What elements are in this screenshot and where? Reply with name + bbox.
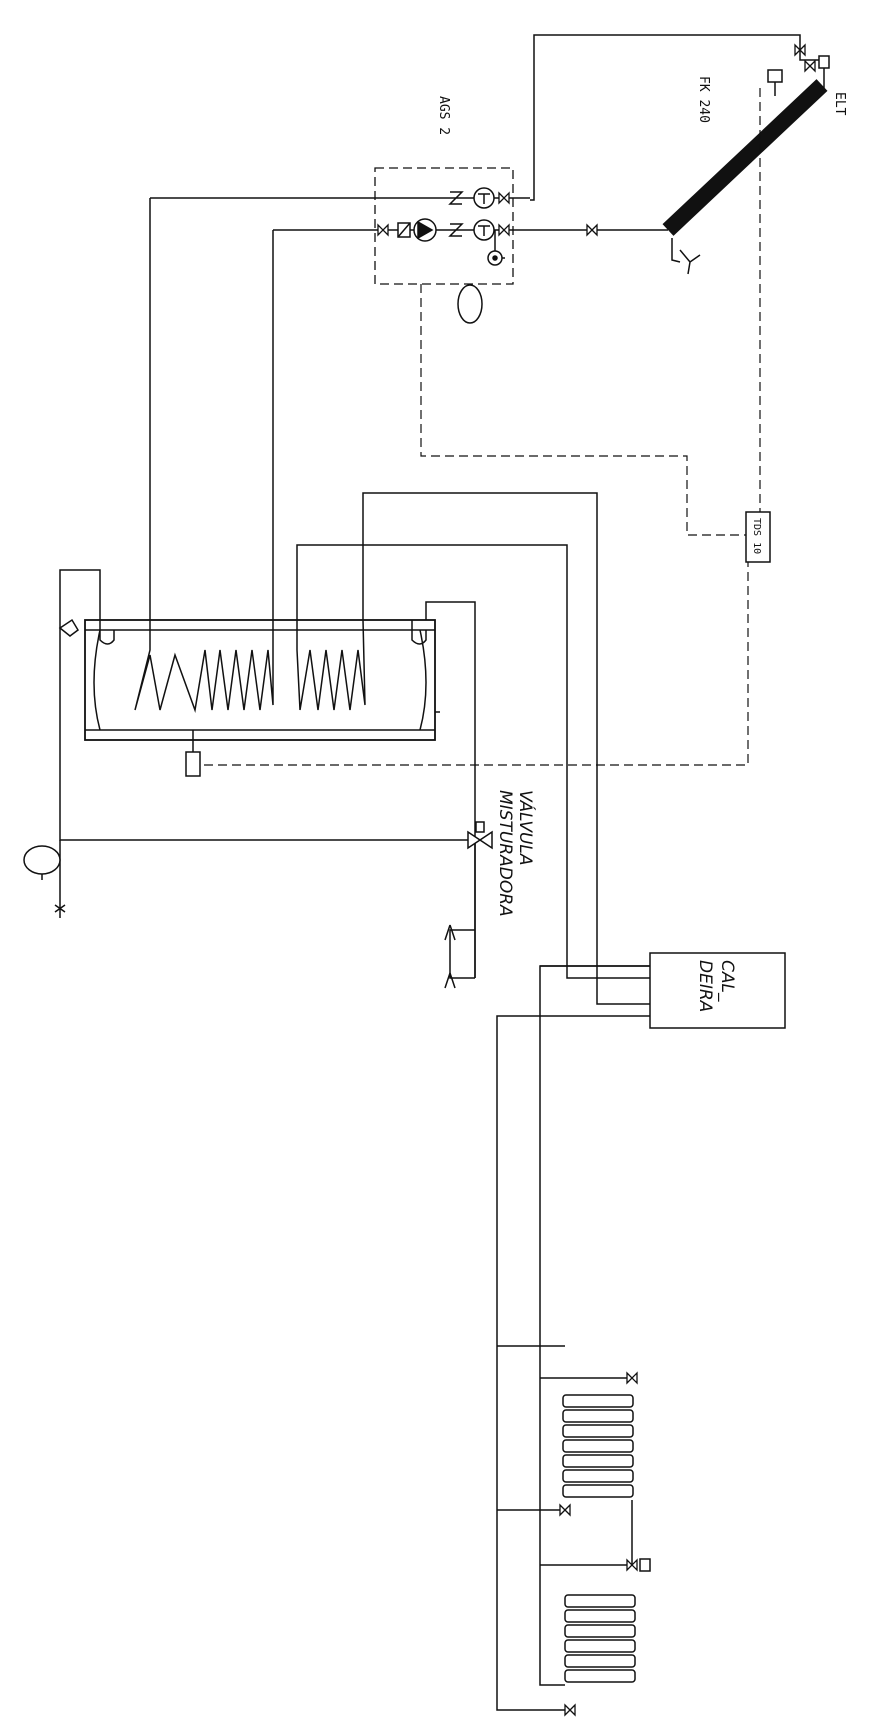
solar-collector-fk240 xyxy=(662,55,830,275)
collector-sensor xyxy=(767,69,783,83)
elt-label: ELT xyxy=(832,92,847,116)
ags-enclosure xyxy=(374,167,514,285)
boiler-coil xyxy=(296,619,366,711)
storage-tank xyxy=(84,619,440,777)
ags2-label: AGS 2 xyxy=(436,96,451,135)
tank-frame xyxy=(84,619,436,741)
tank-sensor xyxy=(185,751,201,777)
radiator-2 xyxy=(564,1594,636,1683)
collector-safety-valve xyxy=(671,238,701,275)
solar-loop-pipes xyxy=(505,34,819,236)
collector-panel xyxy=(662,79,828,236)
dhw-safety-valve xyxy=(58,618,79,637)
radiator-1 xyxy=(562,1394,634,1498)
caldeira-label-line1: CAL_ xyxy=(717,960,737,1002)
valvula-label-line2: MISTURADORA xyxy=(495,790,515,917)
mixing-valve xyxy=(467,830,493,850)
tds10-controller xyxy=(745,511,771,563)
solar-coil xyxy=(134,620,274,713)
caldeira-label-line2: DEIRA xyxy=(695,960,715,1012)
fk240-label: FK 240 xyxy=(696,76,711,123)
tds10-label: TDS 10 xyxy=(751,518,762,554)
valvula-label-line1: VÁLVULA xyxy=(515,790,537,866)
air-vent xyxy=(818,55,830,69)
heating-circuit-pipes xyxy=(496,965,651,1716)
solar-expansion-vessel xyxy=(457,284,483,324)
ags2-pump-station xyxy=(150,167,530,324)
tank-pipes xyxy=(23,198,650,1005)
dhw-expansion-vessel xyxy=(23,845,61,875)
